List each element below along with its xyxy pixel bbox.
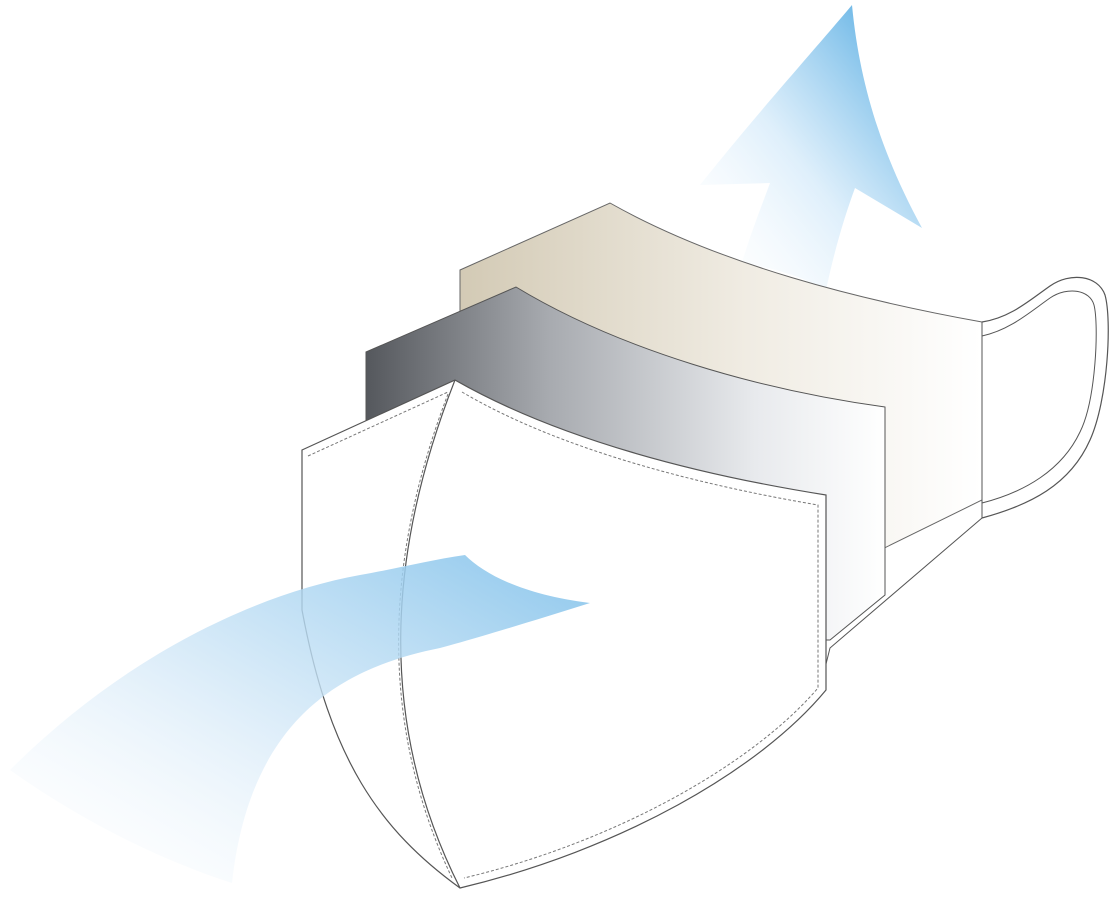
ear-loop-inner [982,291,1096,503]
airflow-out-arrow [700,5,922,290]
ear-loop [982,277,1108,518]
